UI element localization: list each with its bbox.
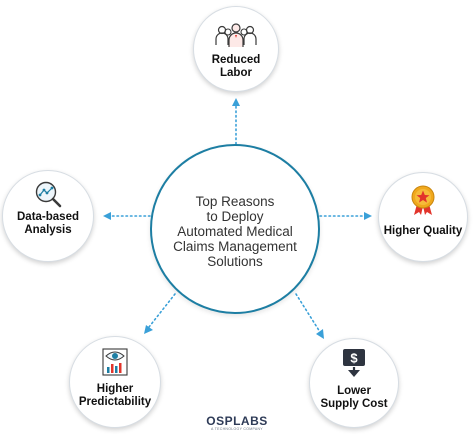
- center-line: Top Reasons: [195, 194, 275, 209]
- label-line: Lower: [337, 385, 371, 397]
- node-lower-supply-cost: $ Lower Supply Cost: [309, 338, 399, 428]
- center-line: Solutions: [207, 254, 263, 269]
- star-badge-icon: [411, 185, 435, 215]
- node-label: Higher Predictability: [74, 383, 156, 409]
- center-circle: Top Reasons to Deploy Automated Medical …: [150, 144, 320, 314]
- center-line: Automated Medical: [177, 224, 293, 239]
- arrowhead-data-based-analysis: [103, 212, 111, 220]
- center-line: Claims Management: [173, 239, 297, 254]
- label-line: Analysis: [24, 224, 72, 236]
- label-line: Supply Cost: [320, 398, 388, 410]
- dollar-down-icon: $: [343, 349, 365, 377]
- node-reduced-labor: Reduced Labor: [193, 6, 279, 92]
- center-line: to Deploy: [206, 209, 264, 224]
- arrowhead-higher-quality: [364, 212, 372, 220]
- center-title: Top Reasons to Deploy Automated Medical …: [164, 194, 306, 269]
- label-line: Higher: [96, 383, 134, 395]
- eye-chart-icon: [102, 348, 128, 376]
- svg-text:$: $: [350, 351, 358, 366]
- label-line: Reduced: [211, 54, 261, 66]
- node-label: Lower Supply Cost: [314, 385, 394, 411]
- logo-tagline: A TECHNOLOGY COMPANY: [211, 427, 263, 431]
- connector-higher-predictability: [148, 293, 176, 328]
- arrowhead-higher-predictability: [144, 325, 153, 334]
- node-higher-predictability: Higher Predictability: [69, 336, 161, 428]
- node-higher-quality: Higher Quality: [378, 172, 468, 262]
- node-label: Reduced Labor: [198, 54, 274, 80]
- logo-name: OSPLABS: [206, 414, 268, 428]
- arrowhead-lower-supply-cost: [316, 329, 324, 339]
- node-label: Data-based Analysis: [7, 211, 89, 237]
- label-line: Labor: [220, 67, 252, 79]
- team-people-icon: [215, 23, 257, 47]
- label-line: Higher Quality: [383, 225, 463, 237]
- label-line: Predictability: [78, 396, 152, 408]
- connector-lower-supply-cost: [295, 293, 321, 333]
- label-line: Data-based: [17, 211, 79, 223]
- node-label: Higher Quality: [383, 225, 463, 238]
- node-data-based-analysis: Data-based Analysis: [2, 170, 94, 262]
- osplabs-logo: OSPLABS A TECHNOLOGY COMPANY: [200, 415, 274, 432]
- arrowhead-reduced-labor: [232, 98, 240, 106]
- magnifier-chart-icon: [35, 181, 62, 208]
